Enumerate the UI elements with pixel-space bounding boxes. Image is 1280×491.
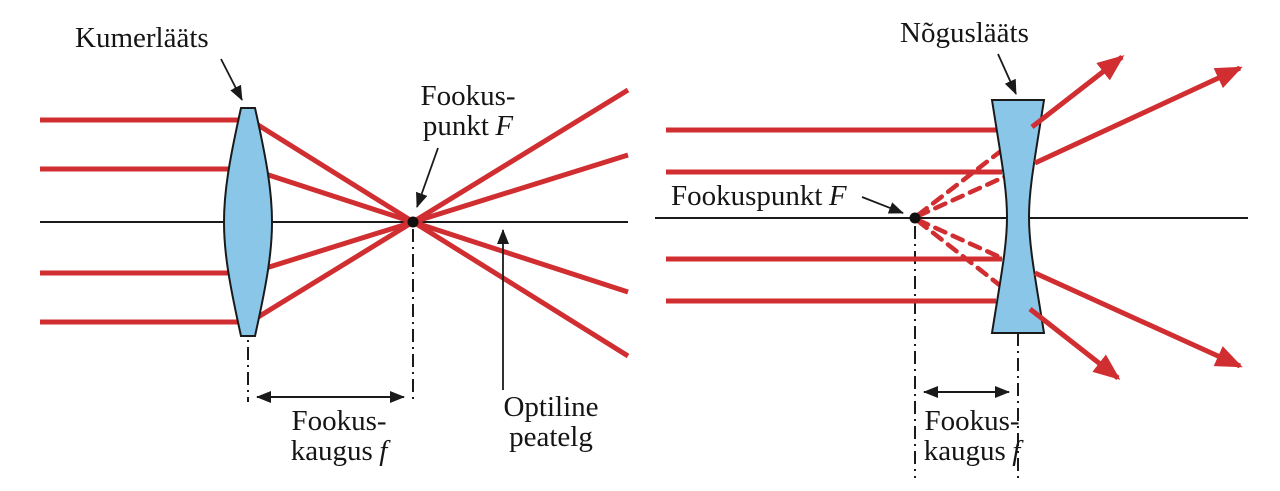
concave-lens [990,99,1046,334]
convex-lens-label: Kumerlääts [75,22,209,54]
left-focus-label-line1: Fookus- [420,80,516,112]
right-focal-length-line1: Fookus- [924,405,1020,437]
concave-lens-label: Nõguslääts [900,17,1029,49]
convex-lens [222,107,274,337]
right-focus-point [909,212,921,224]
optical-axis-label: Optiline peatelg [480,392,622,452]
focus-symbol-F: F [828,180,847,212]
left-focus-pointer-arrow [416,147,439,208]
right-ray-3-out [1033,270,1243,369]
right-ray-4-out [1028,307,1121,380]
optical-axis-label-line2: peatelg [509,421,593,453]
right-lens-pointer-arrow [997,53,1017,95]
left-lens-pointer-arrow [220,58,243,101]
focus-symbol-F: F [495,110,514,142]
focal-length-symbol-f: f [1012,435,1021,467]
focal-length-symbol-f: f [379,435,388,467]
right-ray-2-out [1033,65,1243,166]
optical-axis-label-line1: Optiline [503,391,599,423]
left-focus-point [407,216,419,228]
left-focal-length-line1: Fookus- [291,405,387,437]
right-focus-pointer-arrow [861,196,904,214]
left-ray-4 [40,87,630,325]
right-ray-1-out [1030,55,1125,129]
